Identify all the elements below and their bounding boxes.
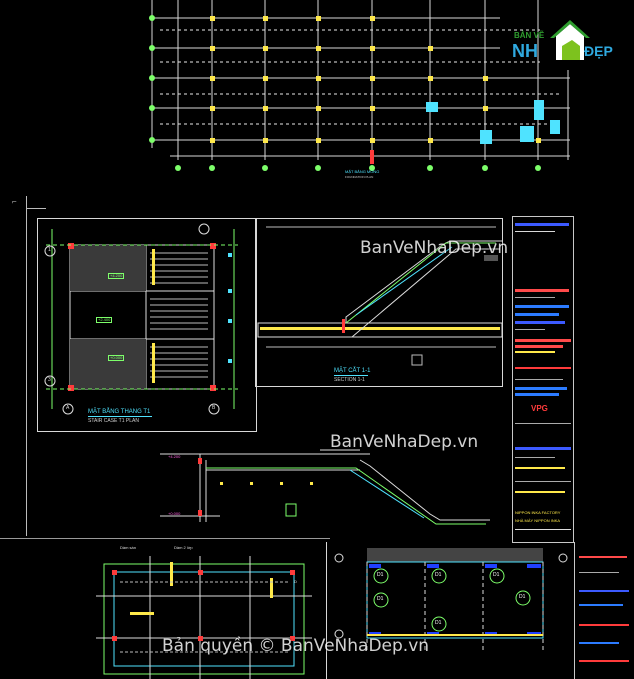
tb2-line [579, 556, 627, 558]
grid-label-a: A [66, 405, 70, 411]
column-plan-sheet: D1 D1 D1 D1 D1 D1 [326, 542, 576, 679]
title-block: VPG NIPPON INKA FACTORY NHÀ MÁY NIPPON I… [512, 216, 574, 543]
beam-plan: Dầm sàn Dầm 2 lớp D [90, 542, 320, 679]
foundation-plan-caption: MẶT BẰNG MÓNG [345, 169, 380, 174]
tb-line [515, 529, 571, 530]
tb-line [515, 313, 559, 316]
tb-line [515, 297, 555, 298]
watermark-bottom: Bản quyền © BanVeNhaDep.vn [162, 636, 430, 656]
stair-plan-drawing [44, 223, 238, 415]
tb-line [515, 387, 567, 390]
logo-line2b: ĐẸP [584, 43, 613, 59]
stair-level-2: +2.400 [96, 317, 113, 323]
tb2-line [579, 642, 619, 644]
beam-note-2: Dầm 2 lớp [174, 545, 193, 550]
stair-plan-title-underline [88, 416, 152, 417]
tb-line [515, 329, 545, 330]
grid-label-3: 3 [48, 377, 51, 383]
tb2-line [579, 604, 623, 606]
stair-level-1: +4.200 [108, 273, 125, 279]
tb-line [515, 305, 569, 308]
project-name-vn: NHÀ MÁY NIPPON INKA [515, 518, 561, 523]
column-label-2: D1 [435, 572, 442, 578]
section-title: MẶT CẮT 1-1 [334, 368, 371, 374]
column-label-3: D1 [493, 572, 500, 578]
grid-label-b: B [212, 405, 216, 411]
column-plan-drawing [334, 548, 568, 652]
section-subtitle: SECTION 1-1 [334, 377, 365, 383]
house-logo-icon [550, 20, 590, 60]
section-sheet: MẶT CẮT 1-1 SECTION 1-1 [255, 218, 503, 387]
elevation-level-bottom: +0.000 [168, 511, 181, 516]
beam-note-1: Dầm sàn [120, 545, 137, 550]
tb-line [515, 367, 571, 369]
column-label-6: D1 [519, 594, 526, 600]
logo-line2a: NH [512, 41, 538, 61]
tb-line [515, 345, 563, 348]
stair-level-3: +0.000 [108, 355, 125, 361]
company-logo: VPG [531, 404, 548, 413]
left-border-line-top [26, 208, 46, 209]
tb-line [515, 289, 569, 292]
column-label-1: D1 [377, 572, 384, 578]
tb-line [515, 339, 571, 342]
tb-line [515, 447, 571, 450]
tb-line [515, 231, 555, 232]
stair-plan-subtitle: STAIR CASE T1 PLAN [88, 418, 139, 424]
elevation-level-top: +4.200 [168, 454, 181, 459]
mid-divider [0, 538, 330, 539]
foundation-plan-subcaption: FOUNDATION PLAN [345, 175, 374, 179]
stair-elevation: +4.200 +0.000 [160, 440, 500, 540]
column-label-5: D1 [435, 620, 442, 626]
column-label-4: D1 [377, 596, 384, 602]
stair-plan-sheet: +4.200 +2.400 +0.000 A B 1 3 MẶT BẰNG TH… [37, 218, 257, 432]
tb-line [515, 379, 563, 380]
tb-line [515, 491, 565, 493]
beam-plan-drawing [96, 556, 312, 679]
foundation-plan: MẶT BẰNG MÓNG FOUNDATION PLAN [140, 0, 580, 180]
tb2-line [579, 590, 629, 592]
tb-line [515, 467, 565, 469]
section-title-underline [334, 375, 368, 376]
tb-line [515, 393, 559, 396]
foundation-grid [149, 0, 570, 171]
project-name-en: NIPPON INKA FACTORY [515, 510, 561, 515]
tb-line [515, 481, 571, 482]
grid-label-1: 1 [48, 247, 51, 253]
section-drawing [257, 226, 503, 366]
beam-label: D [294, 579, 297, 584]
tb-line [515, 321, 565, 324]
brand-logo: BẢN VẼ NH ĐẸP [510, 20, 622, 70]
tb2-line [579, 624, 629, 626]
tb2-line [579, 660, 629, 662]
left-border-line [26, 196, 27, 536]
watermark-mid: BanVeNhaDep.vn [330, 432, 479, 452]
tb-line [515, 423, 571, 424]
tb-line [515, 351, 555, 353]
left-axis-mark: ⌐ [12, 197, 17, 206]
tb-line [515, 457, 555, 458]
logo-line1: BẢN VẼ [514, 31, 545, 40]
tb-line [515, 223, 569, 226]
watermark-top: BanVeNhaDep.vn [360, 238, 509, 258]
stair-plan-title: MẶT BẰNG THANG T1 [88, 409, 151, 415]
tb2-line [579, 572, 619, 573]
title-block-2 [574, 542, 633, 679]
elevation-drawing [160, 449, 490, 525]
